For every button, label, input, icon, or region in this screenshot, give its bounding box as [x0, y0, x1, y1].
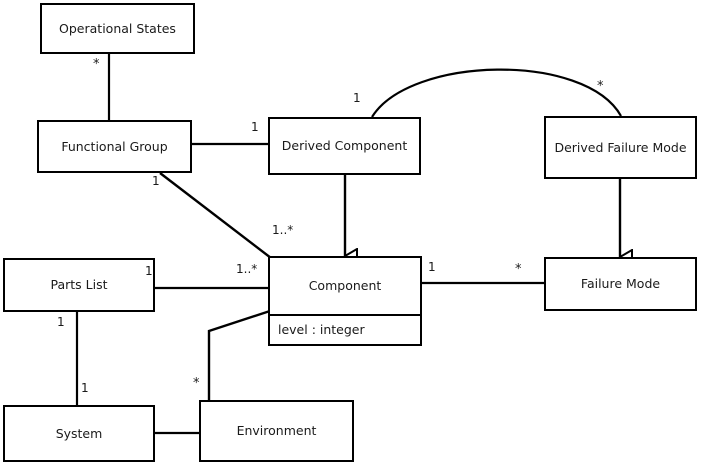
multiplicity-environment-component: * [193, 376, 200, 391]
multiplicity-parts-list-component-source: 1 [145, 264, 153, 278]
class-box-functional-group[interactable]: Functional Group [37, 120, 192, 173]
multiplicity-parts-list-system-top: 1 [57, 315, 65, 329]
edge-derived-component-derived-failure-mode [371, 68, 622, 118]
edge-environment-component [207, 309, 271, 400]
class-box-operational-states[interactable]: Operational States [40, 3, 195, 54]
class-name-parts-list: Parts List [50, 277, 108, 293]
class-name-functional-group: Functional Group [61, 138, 168, 154]
class-box-derived-component[interactable]: Derived Component [268, 117, 421, 175]
class-box-system[interactable]: System [3, 405, 155, 462]
class-name-component: Component [308, 278, 382, 294]
multiplicity-parts-list-component-target: 1..* [236, 262, 258, 276]
class-name-derived-component: Derived Component [281, 138, 408, 154]
class-name-failure-mode: Failure Mode [580, 276, 661, 292]
multiplicity-arc-derived-failure-mode: * [597, 79, 604, 94]
class-name-system: System [55, 425, 103, 441]
multiplicity-parts-list-system-bottom: 1 [81, 381, 89, 395]
class-name-operational-states: Operational States [59, 20, 176, 36]
class-box-derived-failure-mode[interactable]: Derived Failure Mode [544, 116, 697, 179]
multiplicity-component-failure-mode-target: * [515, 262, 522, 277]
class-name-environment: Environment [236, 423, 317, 439]
multiplicity-component-failure-mode-source: 1 [428, 260, 436, 274]
edge-functional-group-component [159, 172, 272, 259]
class-box-environment[interactable]: Environment [199, 400, 354, 462]
multiplicity-arc-derived-component: 1 [353, 91, 361, 105]
class-name-derived-failure-mode: Derived Failure Mode [554, 139, 687, 155]
multiplicity-functional-group-component-source: 1 [152, 174, 160, 188]
multiplicity-functional-group-component-target: 1..* [272, 223, 294, 237]
class-box-failure-mode[interactable]: Failure Mode [544, 257, 697, 311]
class-box-component[interactable]: Component level : integer [268, 256, 422, 346]
multiplicity-operational-states-functional-group: * [93, 57, 100, 72]
class-box-parts-list[interactable]: Parts List [3, 258, 155, 312]
class-attribute-component-level: level : integer [270, 314, 420, 344]
multiplicity-functional-group-derived-component: 1 [251, 120, 259, 134]
